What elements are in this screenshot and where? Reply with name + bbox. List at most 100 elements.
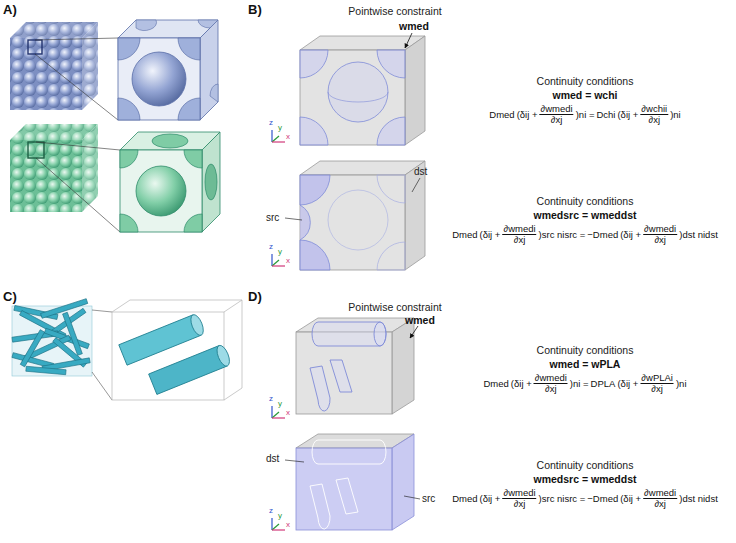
green-unit-cell-part [120, 214, 138, 232]
constraint-equation: wmed = wchi [552, 90, 617, 102]
green-sphere-lattice-part [28, 142, 44, 158]
fibre-unit-cell [112, 300, 242, 400]
fraction-numerator: ∂wmedi [502, 488, 536, 499]
equation-term: Dchi [595, 109, 616, 120]
equation-term: Dmed [451, 229, 478, 240]
pla-medium-cube [296, 318, 418, 414]
pla-medium-cube-part-part [374, 322, 386, 346]
fibre-network-part [12, 306, 92, 376]
blue-sphere-lattice-part [35, 38, 118, 40]
fibre-network-part [92, 372, 112, 400]
chi-medium-cube-part [300, 36, 425, 50]
green-unit-cell-part [136, 166, 186, 216]
panel-letter: B) [248, 3, 262, 17]
constraint-equation: wmed [405, 315, 435, 327]
equation-term: Dmed [482, 378, 509, 389]
fraction-numerator: ∂wmedi [643, 488, 677, 499]
panel-letter: D) [248, 290, 262, 304]
constraint-equation: wmedsrc = wmeddst [534, 474, 637, 486]
equation-fraction: ∂wchii∂xj [640, 104, 668, 125]
equation-term: )ni [669, 109, 682, 120]
periodic-medium-cube-part [285, 218, 302, 220]
blue-sphere-lattice [10, 22, 118, 120]
equation-fraction: ∂wmedi∂xj [502, 224, 536, 245]
green-unit-cell-part [205, 164, 217, 200]
equation-term: )ni = [569, 378, 590, 389]
green-sphere-lattice-part [82, 124, 98, 212]
fraction-denominator: ∂xj [513, 499, 527, 509]
periodic-fibre-cube-part-part [312, 440, 386, 464]
periodic-medium-cube-part [300, 240, 330, 270]
green-unit-cell-part [152, 134, 188, 148]
fibre-unit-cell-part [112, 300, 242, 400]
equation-term: Dmed [451, 493, 478, 504]
pla-medium-cube-part-part [312, 322, 386, 346]
equation-term: (δij + [619, 493, 642, 504]
periodic-fibre-cube-part [310, 440, 386, 529]
periodic-medium-cube-part [300, 161, 425, 175]
green-sphere-lattice [10, 124, 120, 232]
blue-sphere-lattice-part [35, 54, 118, 120]
periodic-medium-cube-part [300, 205, 310, 240]
axis-label: y [278, 248, 282, 257]
axis-label: x [286, 409, 290, 418]
equation-term: −Dmed [586, 229, 619, 240]
fraction-denominator: ∂xj [650, 384, 664, 394]
axis-label: y [278, 124, 282, 133]
equation-fraction: ∂wmedi∂xj [643, 224, 677, 245]
equation-term: Dmed [488, 109, 515, 120]
pla-medium-cube-part-part [310, 366, 330, 411]
axis-label: z [269, 119, 273, 128]
blue-unit-cell-part [118, 98, 140, 120]
chi-medium-cube-part [377, 117, 405, 145]
equation-term: )ni [675, 378, 688, 389]
equation-term: (δij + [479, 493, 502, 504]
equation-term: (δij + [616, 109, 639, 120]
continuity-equation: Dmed(δij +∂wmedi∂xj)src nisrc =−Dmed(δij… [451, 488, 719, 509]
fraction-numerator: ∂wchii [640, 104, 668, 115]
equation-fraction: ∂wmedi∂xj [643, 488, 677, 509]
blue-unit-cell-part [118, 38, 200, 120]
equation-term: −Dmed [586, 493, 619, 504]
fibre-unit-cell-part-part [149, 346, 228, 395]
equation-term: (δij + [619, 229, 642, 240]
fraction-denominator: ∂xj [544, 384, 558, 394]
chi-medium-cube-part [328, 62, 388, 122]
fibre-unit-cell-part [224, 300, 242, 312]
blue-unit-cell-part [178, 38, 200, 60]
heading-text: Continuity conditions [537, 196, 634, 208]
heading-text: Continuity conditions [537, 76, 634, 88]
green-unit-cell-part [120, 150, 202, 232]
constraint-equation: wmedsrc = wmeddst [534, 210, 637, 222]
pla-medium-cube-part [410, 326, 418, 338]
fibre-unit-cell-part-part [188, 313, 206, 337]
continuity-equation: Dmed(δij +∂wmedi∂xj)ni =DPLA(δij +∂wPLAi… [482, 373, 687, 394]
green-sphere-lattice-part [10, 140, 82, 212]
axis-label: z [269, 395, 273, 404]
periodic-fibre-cube-part [296, 448, 392, 530]
pla-medium-cube-part [392, 318, 414, 414]
axis-label: y [278, 400, 282, 409]
pla-medium-cube-part [310, 322, 386, 411]
constraint-equation: wmed = wPLA [550, 359, 621, 371]
fraction-numerator: ∂wmedi [643, 224, 677, 235]
equation-fraction: ∂wmedi∂xj [534, 373, 568, 394]
panel-letter: A) [3, 3, 17, 17]
fraction-numerator: ∂wmedi [534, 373, 568, 384]
green-unit-cell [120, 132, 220, 232]
fibre-network-part-part [26, 366, 66, 374]
panel-letter: C) [3, 290, 17, 304]
equation-fraction: ∂wPLAi∂xj [640, 373, 674, 394]
blue-sphere-lattice-part [28, 40, 42, 54]
green-unit-cell-part [202, 132, 220, 232]
axis-label: z [269, 243, 273, 252]
fraction-numerator: ∂wmedi [540, 104, 574, 115]
equation-term: (δij + [516, 109, 539, 120]
periodic-medium-cube-part [412, 178, 420, 192]
equation-term: )dst nidst [678, 229, 719, 240]
fraction-denominator: ∂xj [647, 115, 661, 125]
axis-label: z [269, 507, 273, 516]
periodic-medium-cube [285, 161, 425, 270]
